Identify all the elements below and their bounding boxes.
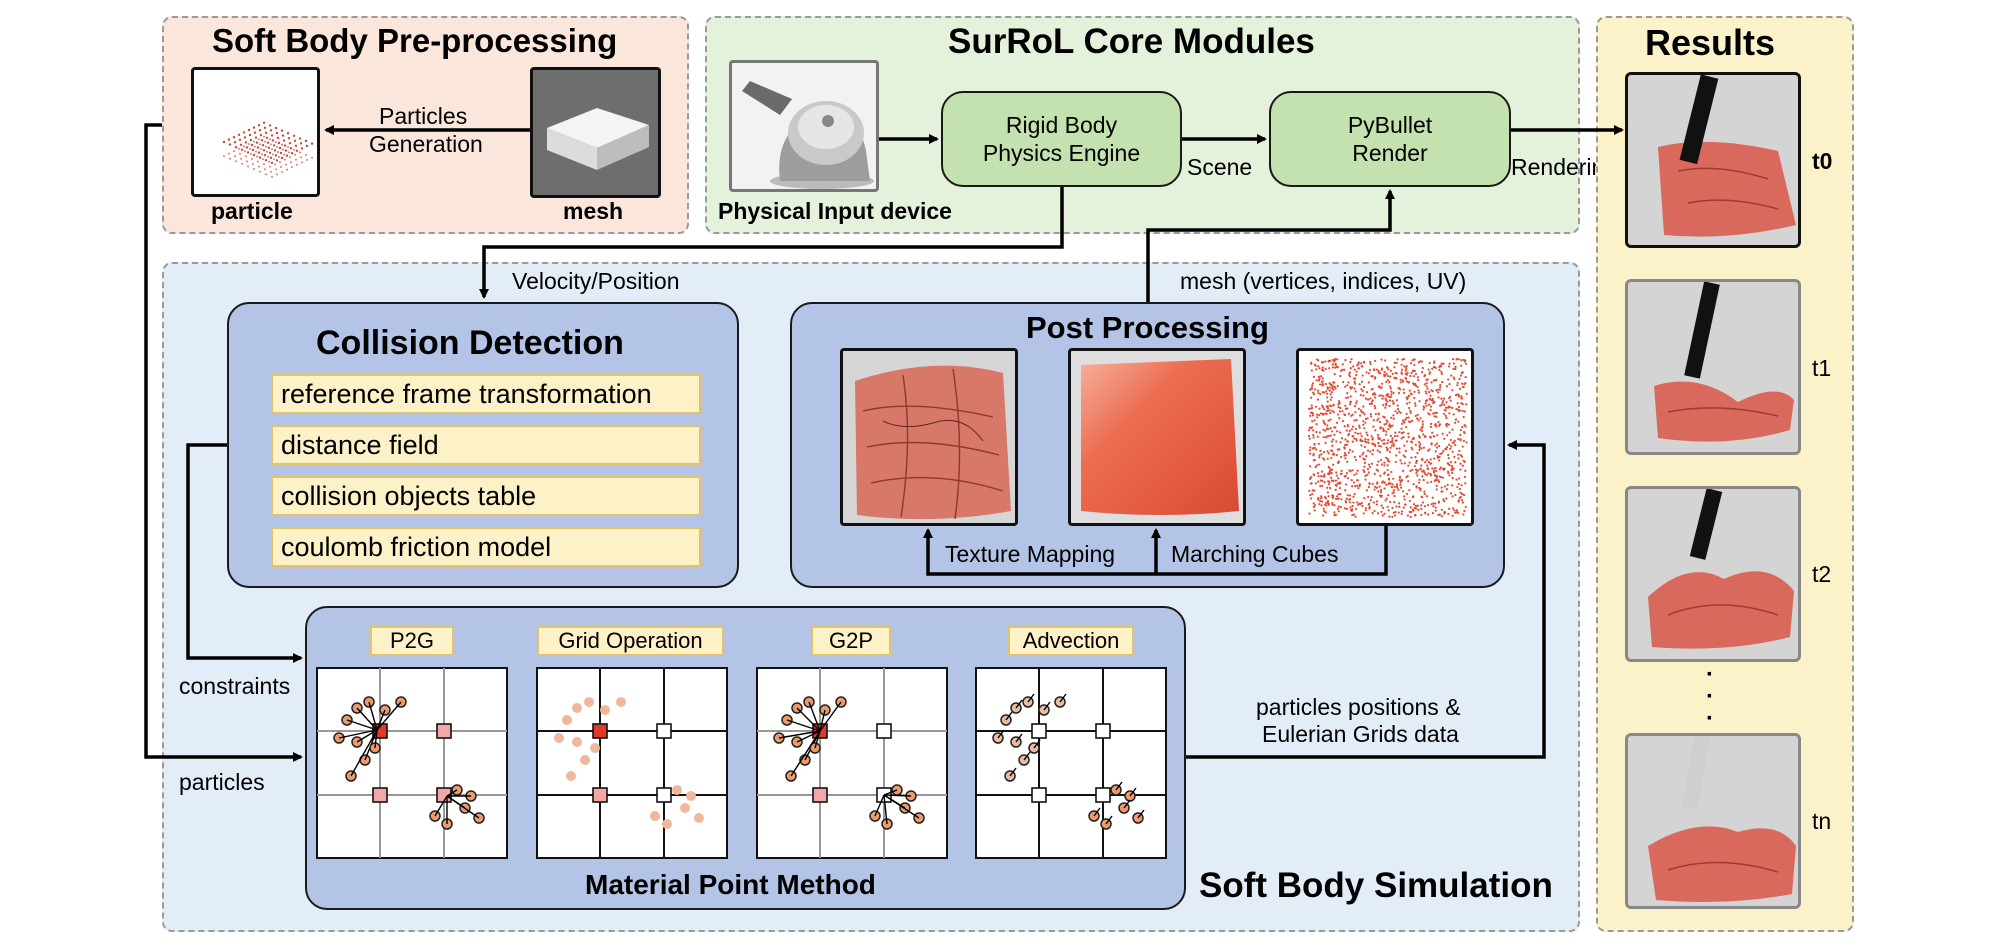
- result-frame-t0: [1625, 72, 1801, 248]
- render-line1: PyBullet: [1347, 112, 1433, 138]
- rigid-line2: Physics Engine: [982, 140, 1141, 166]
- marching-cubes-label: Marching Cubes: [1171, 541, 1339, 567]
- arrow-mesh-data: [1146, 189, 1395, 302]
- particles-generation-label-2: Generation: [369, 131, 483, 157]
- arrow-positions-grid: [1186, 440, 1546, 759]
- mpm-step-grid-operation: Grid Operation: [537, 626, 724, 656]
- texture-image: [840, 348, 1018, 526]
- collision-title: Collision Detection: [316, 324, 624, 362]
- mpm-grid-p2g: [316, 667, 508, 859]
- surface-image: [1068, 348, 1246, 526]
- scene-label: Scene: [1187, 154, 1253, 180]
- texture-mapping-label: Texture Mapping: [945, 541, 1116, 567]
- frame-label-t1: t1: [1812, 355, 1832, 381]
- simulation-title: Soft Body Simulation: [1199, 866, 1553, 905]
- textured-tissue-graphic: [855, 365, 1011, 520]
- post-title: Post Processing: [1026, 310, 1269, 345]
- arrow-constraints: [186, 443, 303, 663]
- result-frame-tn: [1625, 733, 1801, 909]
- mpm-title: Material Point Method: [585, 869, 876, 900]
- mesh-image: [530, 67, 661, 198]
- preprocessing-title: Soft Body Pre-processing: [212, 22, 618, 59]
- positions-grid-label-1: particles positions &: [1256, 694, 1461, 720]
- core-title: SurRoL Core Modules: [948, 22, 1315, 61]
- input-device-label: Physical Input device: [718, 198, 952, 224]
- mpm-grid-g2p: [756, 667, 948, 859]
- result-t2-graphic: [1648, 489, 1794, 649]
- collision-item-0: reference frame transformation: [271, 374, 701, 414]
- result-frame-t2: [1625, 486, 1801, 662]
- rigid-line1: Rigid Body: [1005, 112, 1118, 138]
- constraints-label: constraints: [179, 673, 291, 699]
- collision-item-1: distance field: [271, 425, 701, 465]
- frame-label-t0: t0: [1812, 148, 1833, 174]
- particle-label: particle: [211, 198, 293, 224]
- result-t1-graphic: [1654, 282, 1794, 442]
- arrow-velocity-position: [479, 187, 1064, 299]
- result-tn-graphic: [1648, 736, 1796, 902]
- mpm-grid-advection: [975, 667, 1167, 859]
- collision-item-2: collision objects table: [271, 476, 701, 516]
- mpm-step-p2g: P2G: [370, 626, 454, 656]
- point-cloud-graphic: [1307, 357, 1468, 519]
- mpm-grid-operation: [536, 667, 728, 859]
- arrow-particles: [144, 123, 303, 762]
- particles-generation-label-1: Particles: [379, 103, 468, 129]
- frame-label-t2: t2: [1812, 561, 1832, 587]
- collision-item-3: coulomb friction model: [271, 527, 701, 567]
- mesh-data-label: mesh (vertices, indices, UV): [1180, 268, 1467, 294]
- marching-cubes-surface-graphic: [1081, 359, 1239, 515]
- haptic-device-graphic: [742, 81, 874, 189]
- particles-label: particles: [179, 769, 265, 795]
- mesh-cube-graphic: [547, 108, 649, 170]
- input-device-image: [729, 60, 879, 192]
- positions-grid-label-2: Eulerian Grids data: [1262, 721, 1459, 747]
- render-line2: Render: [1352, 140, 1428, 166]
- mpm-step-advection: Advection: [1008, 626, 1134, 656]
- velocity-position-label: Velocity/Position: [512, 268, 680, 294]
- point-cloud-image: [1296, 348, 1474, 526]
- result-frame-t1: [1625, 279, 1801, 455]
- result-t0-graphic: [1658, 75, 1796, 237]
- mpm-step-g2p: G2P: [811, 626, 891, 656]
- results-title: Results: [1645, 22, 1776, 63]
- particle-image: [191, 67, 320, 197]
- results-ellipsis: · · ·: [1706, 661, 1714, 732]
- particle-cube-graphic: [222, 121, 314, 178]
- frame-label-tn: tn: [1812, 808, 1832, 834]
- mesh-label: mesh: [563, 198, 624, 224]
